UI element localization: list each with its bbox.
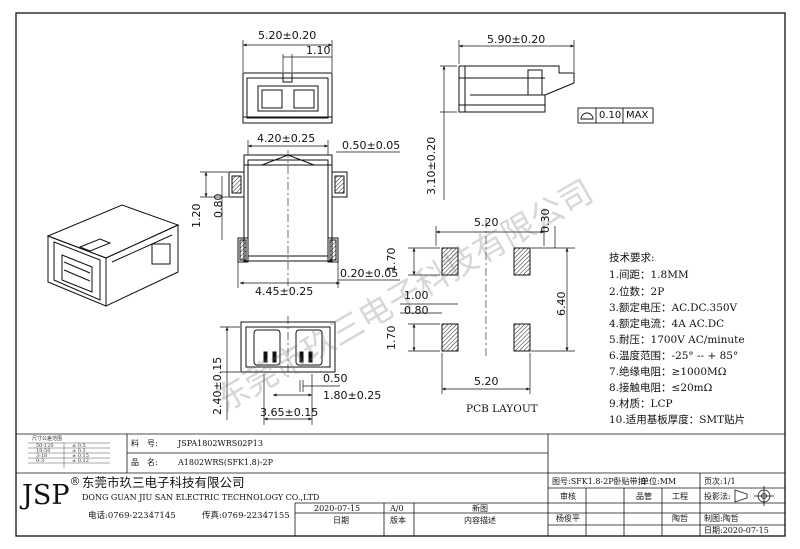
bottom-view [240,316,336,378]
dim-top-width: 5.20±0.20 [258,29,317,42]
drawing-date: 日期:2020-07-15 [704,526,769,535]
dim-bottom-pitch: 1.80±0.25 [323,389,382,402]
bottom-view-dims [220,326,340,425]
spec-item: 6.温度范围：-25° -- + 85° [609,350,739,362]
tolerance-value: ± 0.12 [72,458,89,464]
side-view [458,65,575,113]
plan-view-dims [200,140,400,288]
dim-plan-pitch: 1.20 [190,203,203,229]
pcb-pad-gap: 0.80 [404,304,429,317]
spec-item: 3.额定电压：AC.DC.350V [609,302,738,314]
pcb-top-offset: 0.30 [539,208,552,234]
tolerance-range: 50-120 [36,443,54,449]
tolerance-value: ± 0.5 [72,443,86,449]
spec-item: 5.耐压：1700V AC/minute [609,334,745,346]
phone: 电话:0769-22347145 [88,511,176,521]
rev-desc: 新图 [472,504,488,513]
rev-date: 2020-07-15 [314,504,361,513]
tolerance-range: 18-50 [36,448,51,454]
dim-bottom-width: 3.65±0.15 [260,406,319,419]
flatness-max: MAX [626,110,649,121]
part-no: JSPA1802WRS02P13 [178,439,263,448]
pcb-pad-3 [441,323,459,352]
col-rev: 版本 [390,516,406,525]
unit: 单位:MM [641,477,677,486]
spec-title: 技术要求: [609,252,655,264]
pcb-pad-4 [513,323,531,352]
plan-view [228,150,348,290]
pcb-layout [441,220,531,356]
logo-text: JSP [22,480,70,511]
front-view-dims [242,40,333,72]
pcb-caption: PCB LAYOUT [466,403,538,415]
dim-plan-pad: 0.20±0.05 [340,267,399,280]
pcb-height: 6.40 [555,291,568,317]
dim-plan-gap: 0.80 [212,193,225,219]
registered-mark: ® [69,475,81,488]
engineer-label: 工程 [672,492,688,501]
tolerance-table-lines [28,442,110,468]
company-en: DONG GUAN JIU SAN ELECTRIC TECHNOLOGY CO… [82,493,320,502]
tolerance-value: ± 0.3 [72,448,86,454]
pcb-top-width: 5.20 [474,216,499,229]
pcb-pad-1 [441,247,459,276]
col-desc: 内容描述 [464,516,496,525]
pcb-dims [400,226,575,394]
spec-item: 2.位数：2P [609,286,665,298]
approve-label: 品管 [636,492,652,501]
dim-side-height: 3.10±0.20 [425,136,438,195]
page-no: 页次:1/1 [704,477,736,486]
drawer: 制图:陶哲 [704,514,739,523]
part-no-label: 料 号: [131,439,158,448]
dim-plan-inner: 4.20±0.25 [257,132,316,145]
dim-plan-pin: 0.50±0.05 [342,139,401,152]
engineer-name: 陶哲 [672,514,688,523]
tolerance-value: ± 0.15 [72,453,89,459]
spec-item: 4.额定电流：4A AC.DC [609,318,725,330]
tolerance-range: 3-18 [36,453,48,459]
tolerance-range: 0-3 [36,458,45,464]
pcb-pad-2 [513,247,531,276]
spec-item: 8.接触电阻：≤20mΩ [609,382,713,394]
dim-bottom-height: 2.40±0.15 [211,356,224,415]
pcb-pad-h2: 1.70 [385,325,398,351]
drawing-no: 图号:SFK1.8-2P卧贴带扣 [552,477,646,486]
spec-item: 1.间距：1.8MM [609,269,689,281]
dim-plan-width: 4.45±0.25 [255,285,314,298]
dim-bottom-slot: 0.50 [323,372,348,385]
auditor-name: 杨俊平 [556,514,580,523]
rev: A/0 [390,504,404,513]
tolerance-title: 尺寸公差范围 [32,436,63,442]
col-date: 日期 [333,516,349,525]
flatness-frame [577,107,654,124]
sheet-border [15,12,786,537]
name-label: 品 名: [131,458,158,467]
front-view [242,72,333,124]
title-block [16,433,785,536]
spec-item: 9.材质：LCP [609,398,673,410]
part-name: A1802WRS(SFK1.8)-2P [178,458,274,467]
pcb-bottom-width: 5.20 [474,375,499,388]
company-cn: 东莞市玖三电子科技有限公司 [82,475,245,490]
fax: 传真:0769-22347155 [202,511,290,521]
side-view-dims [440,40,575,200]
projection-symbol [734,486,774,506]
dim-top-notch: 1.10 [306,44,331,57]
dim-side-width: 5.90±0.20 [487,33,546,46]
spec-item: 7.绝缘电阻：≥1000MΩ [609,366,727,378]
audit-label: 审核 [560,492,576,501]
flatness-value: 0.10 [599,110,622,121]
iso-view [46,204,180,307]
projection-label: 投影法: [704,492,731,501]
spec-item: 10.适用基板厚度：SMT贴片 [609,414,746,426]
pcb-pad-h1: 1.70 [385,247,398,273]
pcb-pad-w: 1.00 [404,289,429,302]
jsp-logo: JSP® [22,476,81,511]
